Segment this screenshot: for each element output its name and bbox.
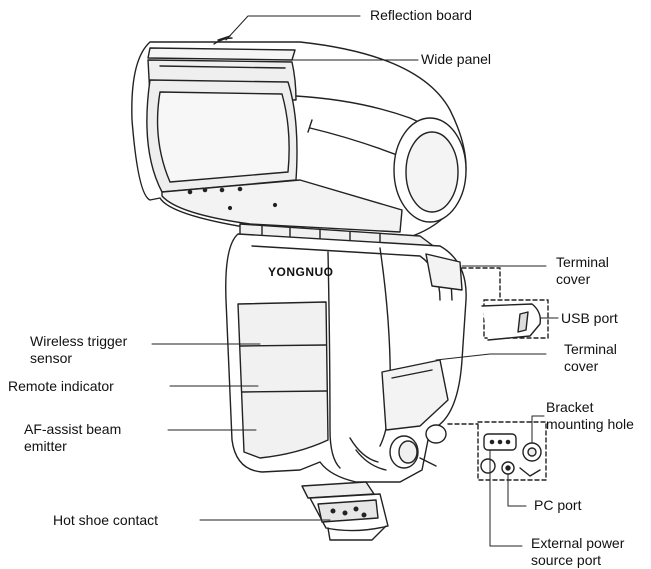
label-usb-port: USB port xyxy=(561,310,618,326)
brand-logo: YONGNUO xyxy=(268,265,334,279)
label-terminal-cover-top: Terminal cover xyxy=(556,254,609,287)
terminal-cover-upper xyxy=(425,253,463,291)
label-terminal-cover-mid: Terminal cover xyxy=(564,341,617,374)
label-wireless-trigger-sensor: Wireless trigger sensor xyxy=(30,333,128,366)
label-reflection-board: Reflection board xyxy=(370,7,472,23)
label-pc-port: PC port xyxy=(534,497,582,513)
leader-lines xyxy=(151,15,559,547)
leader-reflection-board xyxy=(225,15,361,41)
port-inset xyxy=(447,421,547,481)
label-af-assist-beam-emitter: AF-assist beam emitter xyxy=(24,421,122,454)
flash-head xyxy=(131,35,467,241)
flash-body xyxy=(225,233,467,483)
leader-pc-port xyxy=(507,473,527,507)
reflection-board xyxy=(147,47,296,61)
terminal-cover-middle xyxy=(381,359,449,431)
hot-shoe xyxy=(301,481,389,541)
leader-external-power xyxy=(489,449,523,547)
label-hot-shoe-contact: Hot shoe contact xyxy=(53,512,159,528)
label-bracket-mounting-hole: Bracket mounting hole xyxy=(546,399,634,432)
label-wide-panel: Wide panel xyxy=(421,51,492,67)
leader-bracket-hole xyxy=(531,415,545,443)
label-remote-indicator: Remote indicator xyxy=(8,378,114,394)
usb-inset xyxy=(461,267,549,341)
leader-terminal-cover-mid xyxy=(435,353,547,361)
label-external-power-source-port: External power source port xyxy=(531,535,625,568)
front-window xyxy=(237,301,329,459)
